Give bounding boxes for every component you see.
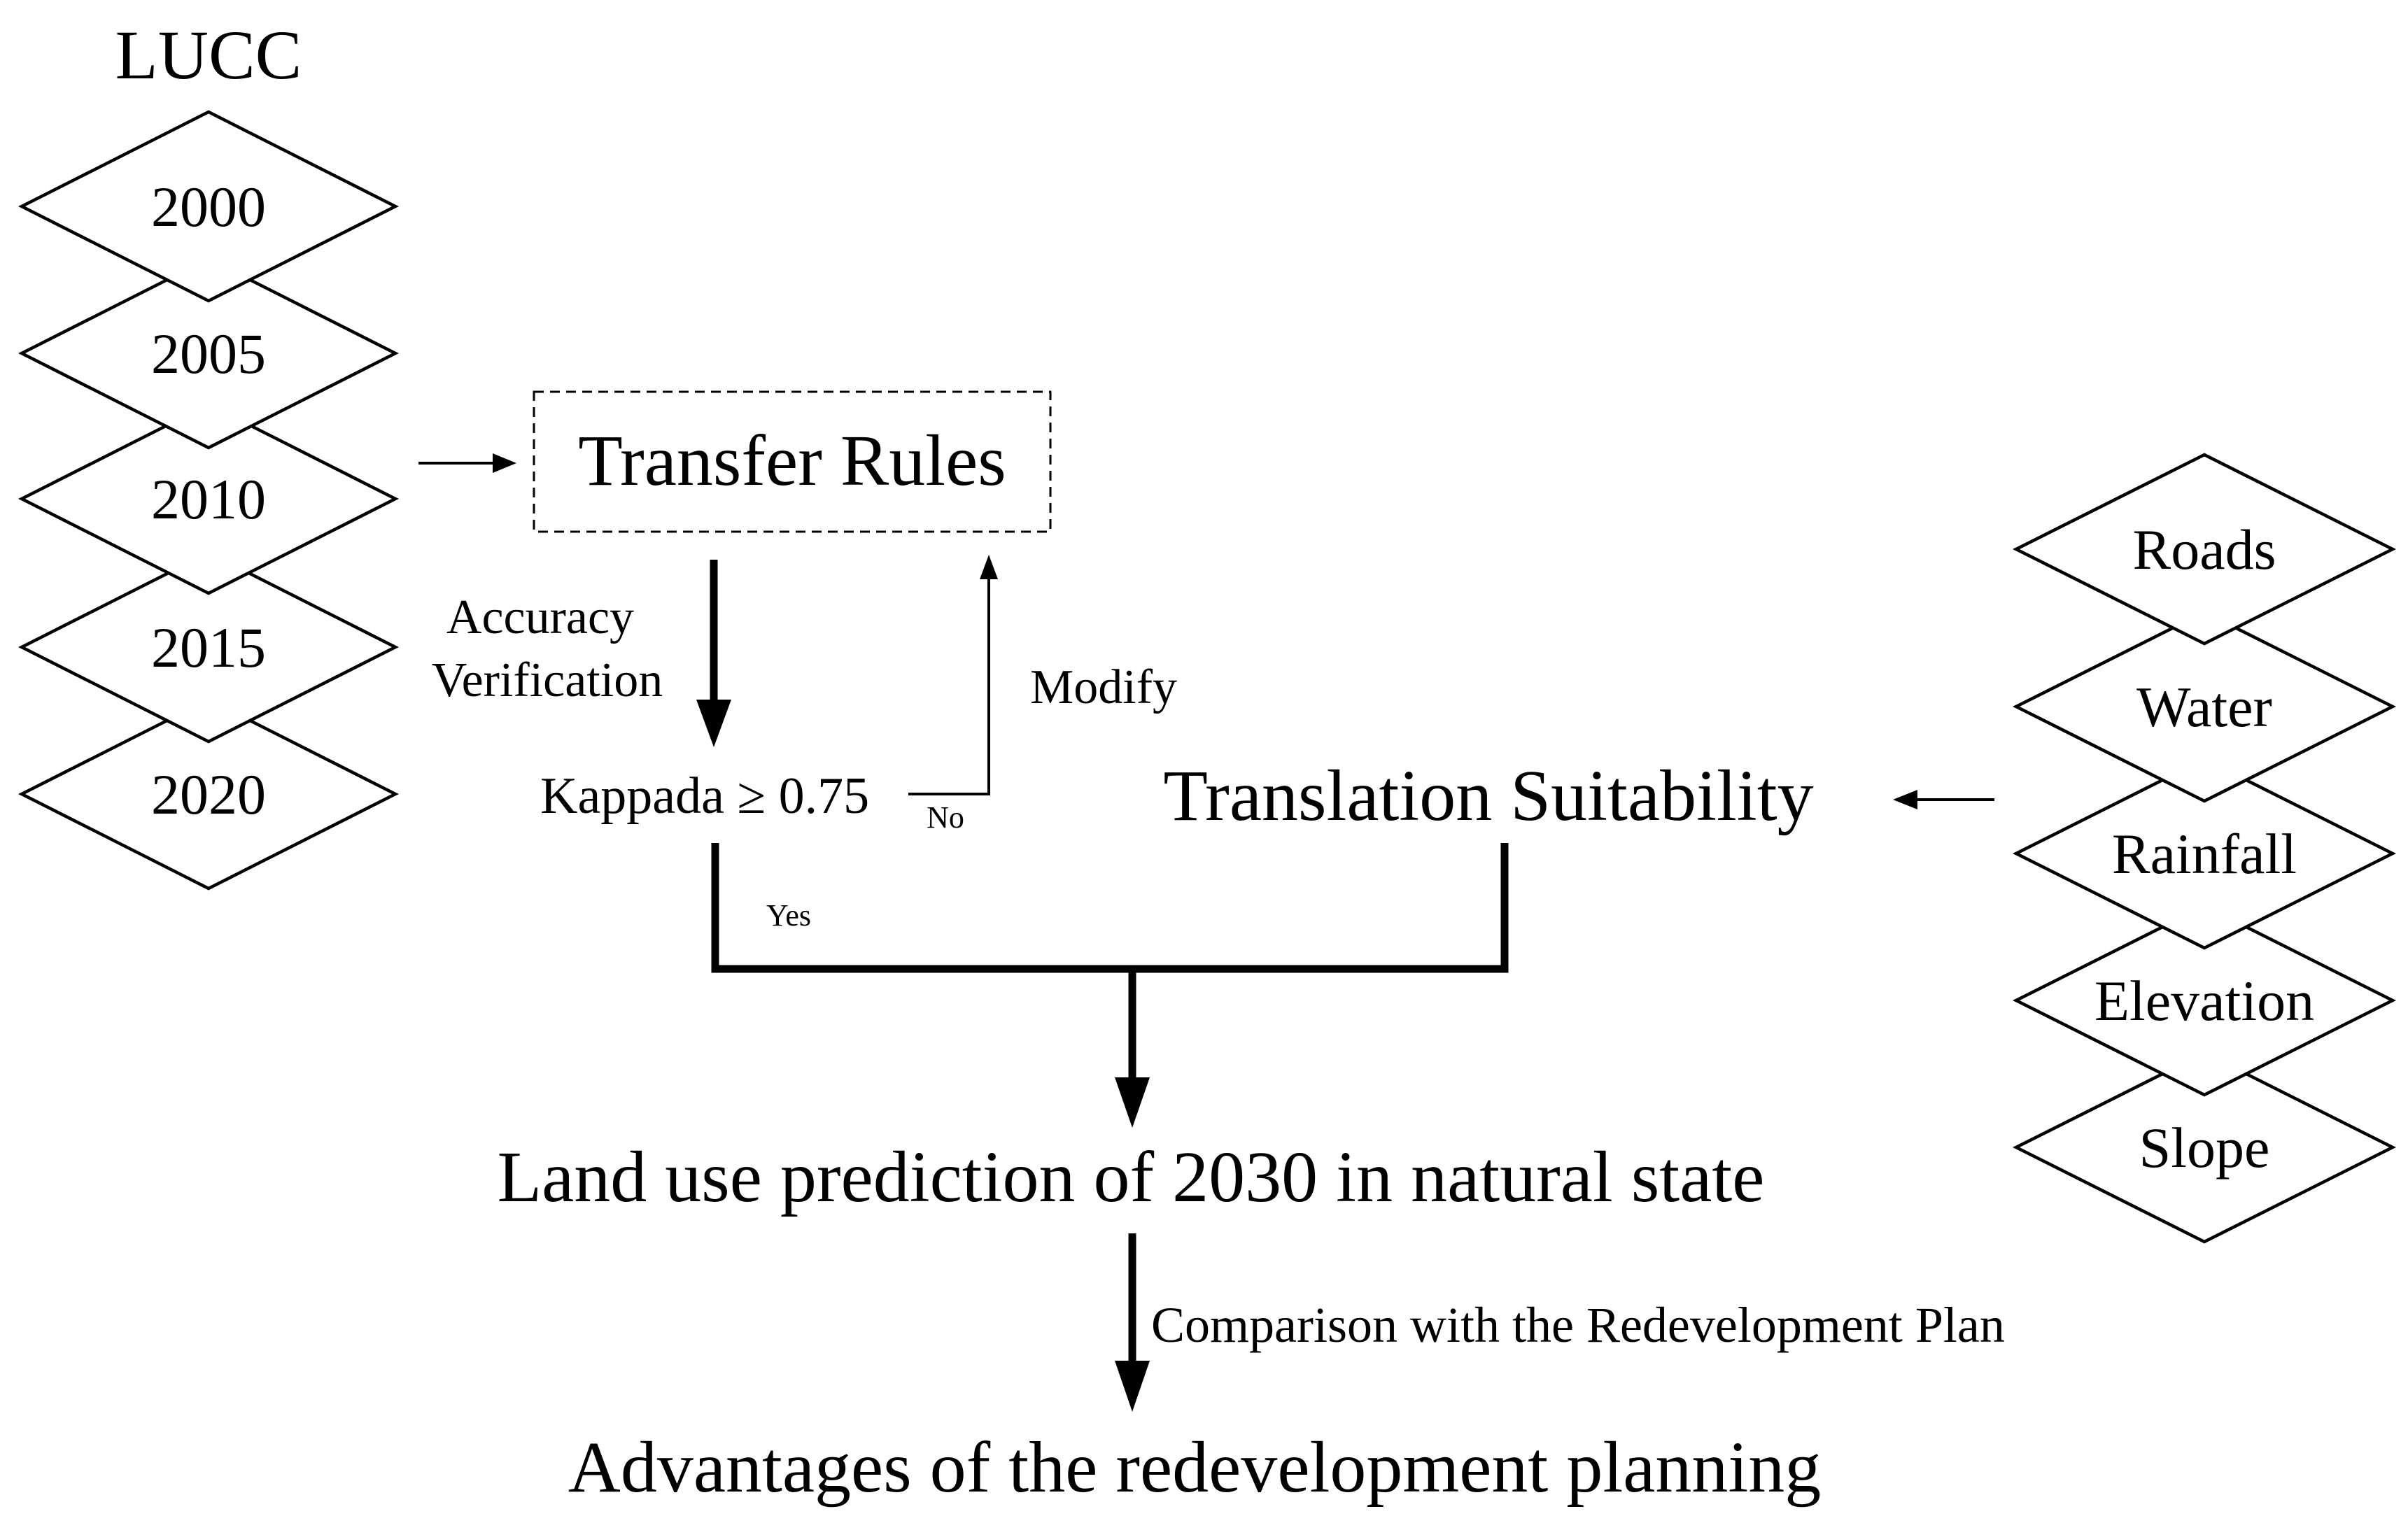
comparison-label: Comparison with the Redevelopment Plan — [1151, 1297, 2005, 1353]
lucc-year-label: 2015 — [151, 616, 266, 679]
lucc-year-label: 2000 — [151, 175, 266, 239]
arrow-to-advantages — [1115, 1233, 1150, 1412]
yes-label: Yes — [766, 898, 811, 933]
lucc-diamond-2005: 2005 — [18, 257, 399, 450]
modify-label: Modify — [1030, 660, 1177, 714]
lucc-year-label: 2020 — [151, 763, 266, 826]
lucc-year-label: 2005 — [151, 322, 266, 385]
factor-label: Rainfall — [2112, 822, 2297, 886]
accuracy-verification-line1: Accuracy — [446, 590, 634, 644]
lucc-diamond-2010: 2010 — [18, 402, 399, 595]
factor-label: Water — [2136, 675, 2272, 739]
arrow-rules-to-kappa — [696, 560, 731, 747]
arrow-factors-to-suitability — [1893, 790, 1994, 809]
no-label: No — [927, 800, 964, 835]
merge-bracket — [711, 843, 1509, 973]
factor-label: Roads — [2133, 518, 2276, 581]
lucc-diamond-2020: 2020 — [18, 697, 399, 891]
lucc-title: LUCC — [115, 16, 302, 94]
arrow-no-modify — [908, 555, 998, 795]
factor-label: Slope — [2139, 1116, 2270, 1180]
factor-label: Elevation — [2094, 969, 2314, 1033]
factor-diamond-rainfall: Rainfall — [2012, 757, 2397, 950]
factor-diamond-elevation: Elevation — [2012, 904, 2397, 1097]
transfer-rules-box: Transfer Rules — [533, 390, 1052, 533]
lucc-diamond-2015: 2015 — [18, 551, 399, 744]
arrow-to-prediction — [1115, 969, 1150, 1128]
transfer-rules-label: Transfer Rules — [578, 420, 1006, 501]
prediction-label: Land use prediction of 2030 in natural s… — [498, 1137, 1765, 1217]
accuracy-verification-line2: Verification — [432, 653, 663, 707]
arrow-lucc-to-rules — [418, 453, 516, 473]
translation-suitability-label: Translation Suitability — [1163, 756, 1813, 836]
lucc-diamond-2000: 2000 — [18, 110, 399, 303]
advantages-label: Advantages of the redevelopment planning — [568, 1427, 1822, 1508]
kappa-condition: Kappada ≥ 0.75 — [540, 767, 869, 825]
factor-diamond-slope: Slope — [2012, 1051, 2397, 1244]
lucc-year-label: 2010 — [151, 467, 266, 531]
factor-diamond-roads: Roads — [2012, 453, 2397, 646]
factor-diamond-water: Water — [2012, 610, 2397, 803]
